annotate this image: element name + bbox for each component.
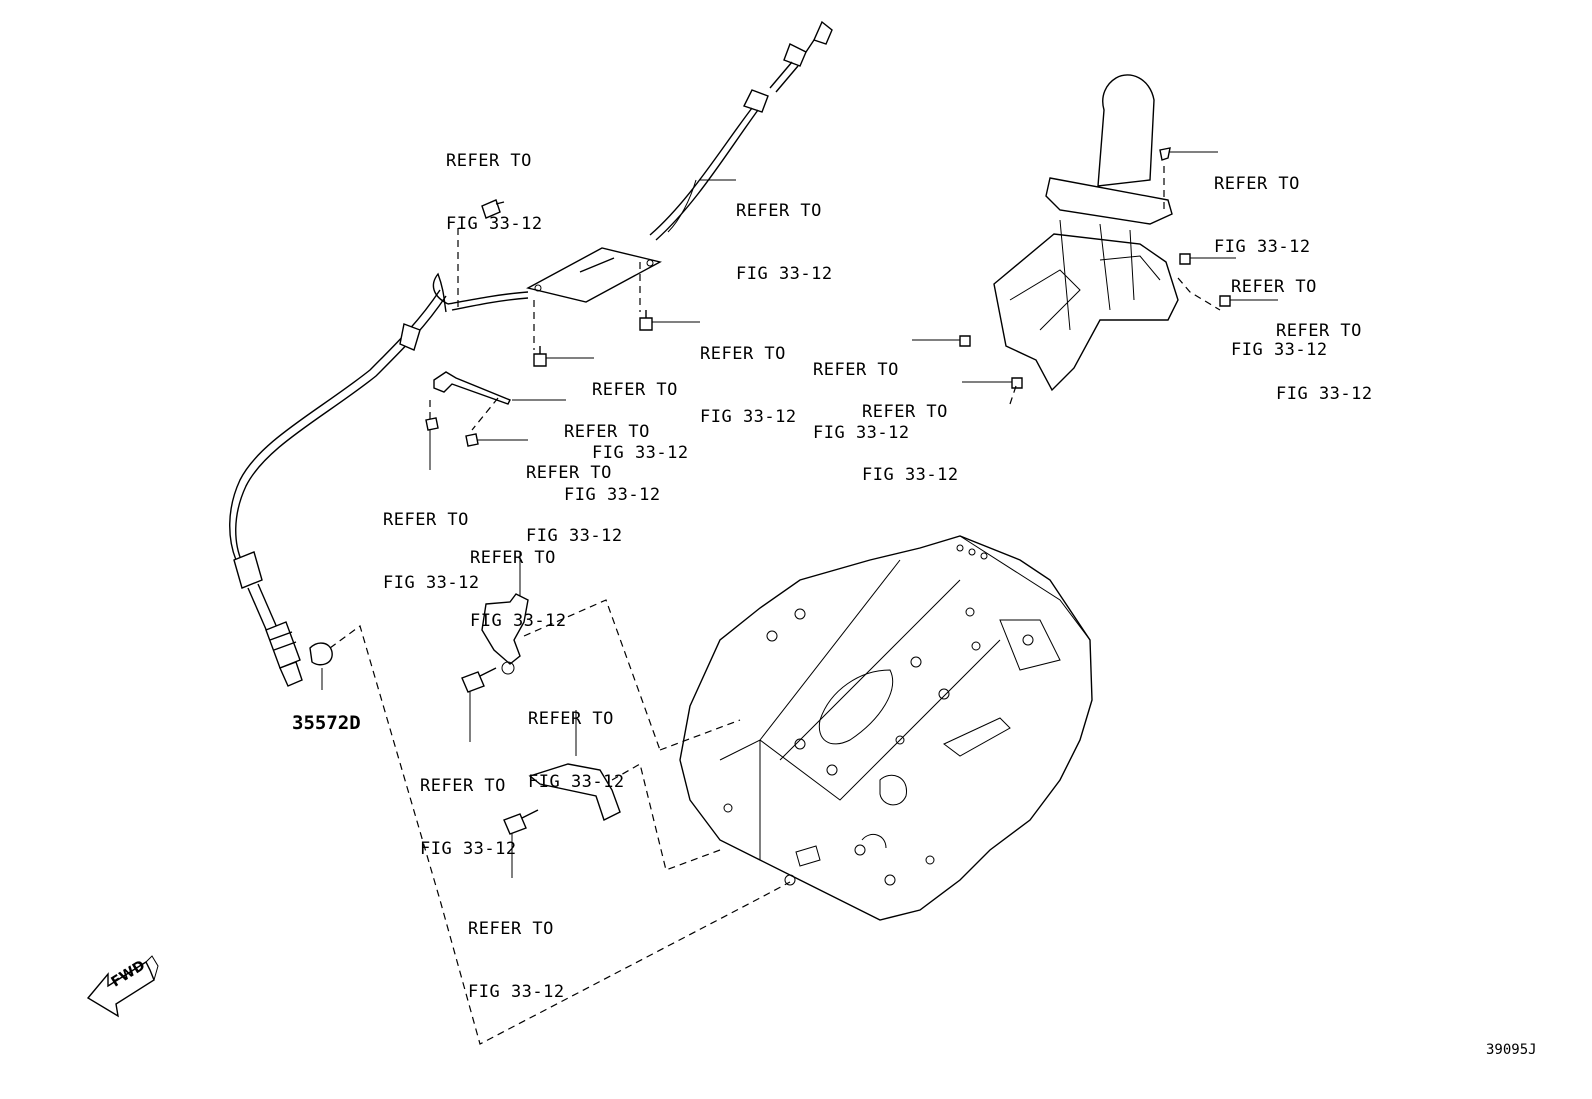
callout-line1: REFER TO bbox=[700, 344, 786, 364]
callout-line2: FIG 33-12 bbox=[813, 423, 910, 443]
callout-line2: FIG 33-12 bbox=[383, 573, 480, 593]
callout-line1: REFER TO bbox=[1231, 277, 1317, 297]
callout-line1: REFER TO bbox=[468, 919, 554, 939]
callout-line2: FIG 33-12 bbox=[446, 214, 543, 234]
callout-refer-clip: REFER TO FIG 33-12 bbox=[526, 421, 623, 568]
callout-refer-bracket-bolt-right: REFER TO FIG 33-12 bbox=[700, 302, 797, 449]
callout-refer-lower-bolt-2: REFER TO FIG 33-12 bbox=[468, 877, 565, 1024]
part-number-label: 35572D bbox=[292, 712, 361, 734]
callout-line1: REFER TO bbox=[736, 201, 822, 221]
callout-line2: FIG 33-12 bbox=[526, 526, 623, 546]
callout-line2: FIG 33-12 bbox=[468, 982, 565, 1002]
callout-line1: REFER TO bbox=[446, 151, 532, 171]
callout-refer-cable-bolt: REFER TO FIG 33-12 bbox=[446, 109, 543, 256]
transaxle-housing bbox=[679, 535, 1093, 921]
callout-refer-shifter-nut-front: REFER TO FIG 33-12 bbox=[862, 360, 959, 507]
shift-lever-assembly bbox=[993, 74, 1179, 392]
callout-refer-shifter-nut-rear: REFER TO FIG 33-12 bbox=[1231, 235, 1328, 382]
callout-line1: REFER TO bbox=[420, 776, 506, 796]
callout-line1: REFER TO bbox=[470, 548, 556, 568]
callout-refer-retainer: REFER TO FIG 33-12 bbox=[383, 468, 480, 615]
callout-line1: REFER TO bbox=[1276, 321, 1362, 341]
callout-line2: FIG 33-12 bbox=[420, 839, 517, 859]
callout-line1: REFER TO bbox=[526, 463, 612, 483]
illustration-id: 39095J bbox=[1486, 1042, 1537, 1058]
fwd-arrow-icon bbox=[86, 955, 159, 1018]
callout-refer-shifter-nut-left: REFER TO FIG 33-12 bbox=[813, 318, 910, 465]
callout-line1: REFER TO bbox=[1214, 174, 1300, 194]
callout-line2: FIG 33-12 bbox=[1231, 340, 1328, 360]
callout-line1: REFER TO bbox=[862, 402, 948, 422]
lower-brackets bbox=[481, 593, 621, 821]
callout-line2: FIG 33-12 bbox=[1276, 384, 1373, 404]
cable-bracket bbox=[433, 371, 511, 405]
housing-dash-lines bbox=[329, 228, 791, 1045]
callout-line2: FIG 33-12 bbox=[528, 772, 625, 792]
callout-refer-cable-bracket: REFER TO FIG 33-12 bbox=[564, 380, 661, 527]
callout-line2: FIG 33-12 bbox=[700, 407, 797, 427]
callout-line2: FIG 33-12 bbox=[862, 465, 959, 485]
callout-line1: REFER TO bbox=[813, 360, 899, 380]
callout-line2: FIG 33-12 bbox=[592, 443, 689, 463]
shift-cable bbox=[229, 20, 833, 690]
callout-line1: REFER TO bbox=[528, 709, 614, 729]
callout-line1: REFER TO bbox=[383, 510, 469, 530]
callout-refer-shifter-nut-right: REFER TO FIG 33-12 bbox=[1276, 279, 1373, 426]
callout-line2: FIG 33-12 bbox=[564, 485, 661, 505]
callout-line1: REFER TO bbox=[564, 422, 650, 442]
callout-refer-shifter-screw: REFER TO FIG 33-12 bbox=[1214, 132, 1311, 279]
callout-line2: FIG 33-12 bbox=[470, 611, 567, 631]
callout-refer-bracket-bolt-left: REFER TO FIG 33-12 bbox=[592, 338, 689, 485]
callout-refer-shift-cable: REFER TO FIG 33-12 bbox=[736, 159, 833, 306]
callout-refer-lower-bolt-1: REFER TO FIG 33-12 bbox=[420, 734, 517, 881]
callout-line2: FIG 33-12 bbox=[1214, 237, 1311, 257]
leader-lines bbox=[429, 151, 1278, 878]
callout-refer-lower-bracket: REFER TO FIG 33-12 bbox=[470, 506, 567, 653]
callout-line2: FIG 33-12 bbox=[736, 264, 833, 284]
callout-refer-bracket-plate: REFER TO FIG 33-12 bbox=[528, 667, 625, 814]
callout-line1: REFER TO bbox=[592, 380, 678, 400]
shifter-dash-lines bbox=[1009, 166, 1221, 405]
bolts bbox=[425, 147, 1231, 835]
